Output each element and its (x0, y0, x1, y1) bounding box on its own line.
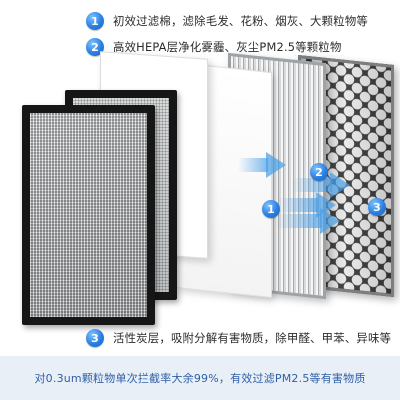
feature-text: 高效HEPA层净化雾霾、灰尘PM2.5等颗粒物 (113, 40, 342, 54)
airflow-arrow-tail (238, 158, 268, 172)
airflow-arrow-icon (266, 152, 286, 178)
filter-panel-front (22, 105, 155, 325)
number-badge: 2 (86, 38, 104, 56)
airflow-arrow-icon (320, 208, 340, 234)
flow-marker-3: 3 (368, 198, 386, 216)
number-badge: 3 (368, 198, 386, 216)
number-badge: 1 (86, 12, 104, 30)
airflow-arrow-tail (292, 178, 332, 192)
feature-text: 初效过滤棉，滤除毛发、花粉、烟灰、大颗粒物等 (113, 14, 368, 28)
number-badge: 3 (86, 329, 104, 347)
airflow-arrow-tail (276, 214, 322, 228)
feature-text: 活性炭层，吸附分解有害物质，除甲醛、甲苯、异味等 (113, 331, 392, 345)
feature-caption-2: 2 高效HEPA层净化雾霾、灰尘PM2.5等颗粒物 (86, 36, 342, 58)
airflow-arrow-tail (278, 198, 318, 212)
flow-marker-1: 1 (262, 200, 280, 218)
bottom-banner: 对0.3um颗粒物单次拦截率大余99%，有效过滤PM2.5等有害物质 (0, 356, 400, 400)
feature-caption-3: 3 活性炭层，吸附分解有害物质，除甲醛、甲苯、异味等 (86, 327, 391, 349)
airflow-arrow-icon (330, 172, 350, 198)
number-badge: 2 (310, 163, 328, 181)
flow-marker-2: 2 (310, 163, 328, 181)
banner-text: 对0.3um颗粒物单次拦截率大余99%，有效过滤PM2.5等有害物质 (34, 372, 366, 385)
number-badge: 1 (262, 200, 280, 218)
feature-caption-1: 1 初效过滤棉，滤除毛发、花粉、烟灰、大颗粒物等 (86, 10, 368, 32)
